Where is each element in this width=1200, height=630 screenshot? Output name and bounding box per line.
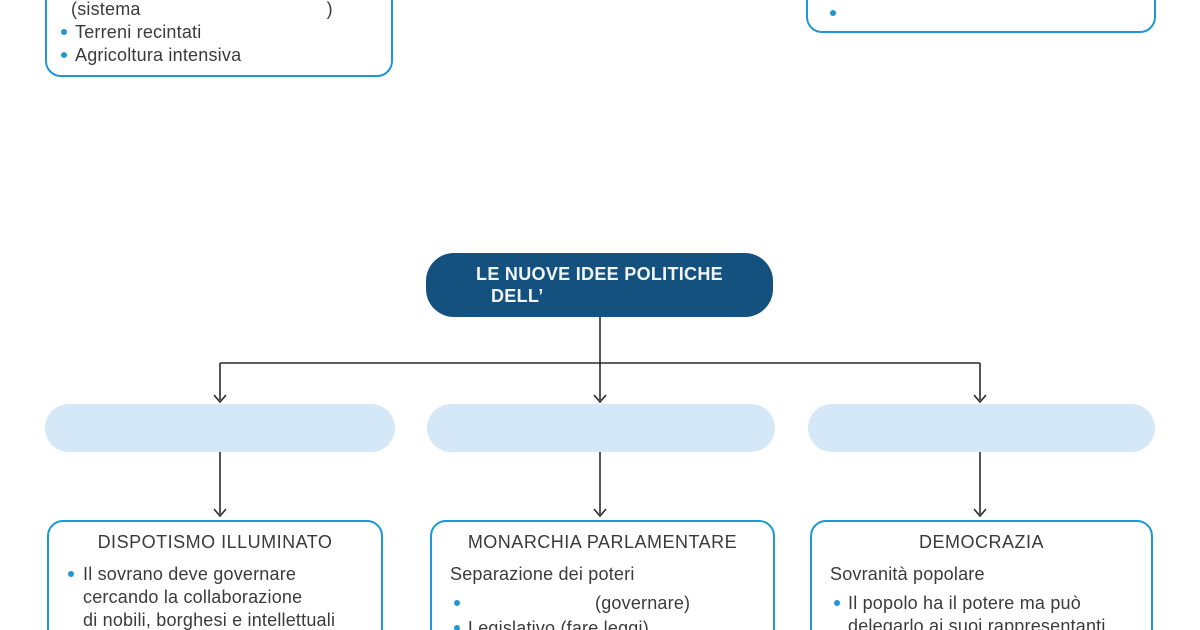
democrazia-box: DEMOCRAZIA Sovranità popolare Il popolo … <box>810 520 1153 630</box>
root-node-title-line1: LE NUOVE IDEE POLITICHE <box>476 264 723 284</box>
box-title: MONARCHIA PARLAMENTARE <box>467 532 738 552</box>
enclosures-box: (sistema) Terreni recintati Agricoltura … <box>45 0 393 77</box>
root-node-nuove-idee-politiche: LE NUOVE IDEE POLITICHE DELL’ <box>426 253 773 317</box>
box-title: DISPOTISMO ILLUMINATO <box>97 532 333 552</box>
list-item-label: Agricoltura intensiva <box>75 45 242 65</box>
bullet-line: Il popolo ha il potere ma può <box>848 593 1081 613</box>
list-item: Legislativo (fare leggi) <box>432 617 773 630</box>
blank-pill-right <box>808 404 1155 452</box>
list-item-label: Legislativo (fare leggi) <box>468 618 649 630</box>
bullet-icon <box>61 29 67 35</box>
list-item-label: Il popolo ha il potere ma può delegarlo … <box>848 592 1106 630</box>
bullet-line: delegarlo ai suoi rappresentanti <box>848 616 1106 630</box>
bullet-icon <box>61 52 67 58</box>
list-item: Agricoltura intensiva <box>61 44 381 67</box>
blank-pill-center <box>427 404 775 452</box>
fill-in-list-item: (governare) <box>432 592 773 615</box>
monarchia-parlamentare-box: MONARCHIA PARLAMENTARE Separazione dei p… <box>430 520 775 630</box>
box-title: DEMOCRAZIA <box>918 532 1044 552</box>
list-item-label: Il sovrano deve governare cercando la co… <box>83 563 335 630</box>
list-item-label: Terreni recintati <box>75 22 202 42</box>
bullet-line: di nobili, borghesi e intellettuali <box>83 610 336 630</box>
bullet-icon <box>454 625 460 630</box>
paren-prefix: (sistema <box>71 0 141 19</box>
fill-in-suffix: (governare) <box>595 593 691 613</box>
bullet-icon <box>830 10 836 16</box>
bullet-icon <box>454 600 460 606</box>
dispotismo-illuminato-box: DISPOTISMO ILLUMINATO Il sovrano deve go… <box>47 520 383 630</box>
list-item-label: (governare) <box>468 592 690 615</box>
fill-in-line-sistema: (sistema) <box>71 0 381 21</box>
list-item: Il popolo ha il potere ma può delegarlo … <box>812 592 1151 630</box>
list-item: Il sovrano deve governare cercando la co… <box>49 563 381 630</box>
bullet-icon <box>834 600 840 606</box>
bullet-line: cercando la collaborazione <box>83 587 303 607</box>
blank-pill-left <box>45 404 395 452</box>
box-subtitle: Sovranità popolare <box>830 564 985 584</box>
root-node-title-line2: DELL’ <box>491 286 544 306</box>
box-subtitle: Separazione dei poteri <box>450 564 635 584</box>
list-item: Terreni recintati <box>61 21 381 44</box>
bullet-icon <box>68 571 74 577</box>
bullet-line: Il sovrano deve governare <box>83 564 297 584</box>
empty-bullet-box <box>806 0 1156 33</box>
paren-suffix: ) <box>326 0 333 19</box>
